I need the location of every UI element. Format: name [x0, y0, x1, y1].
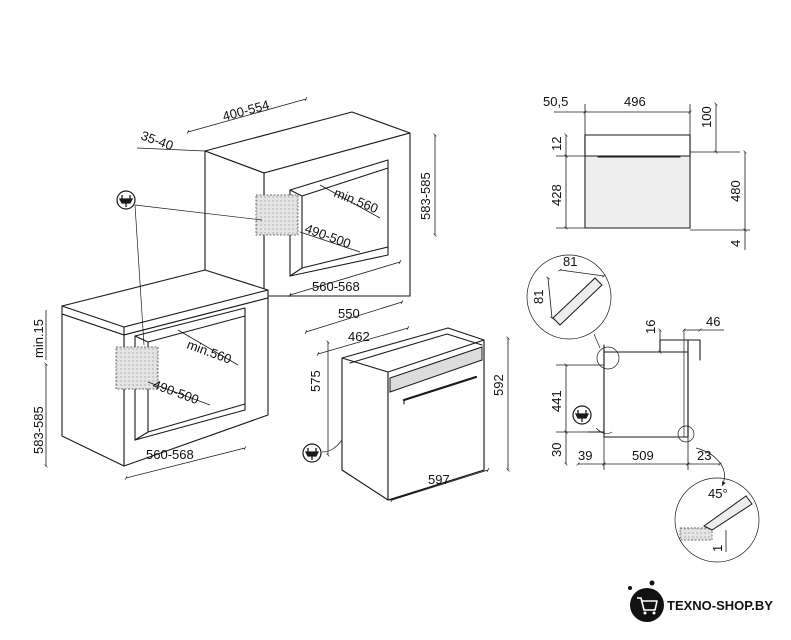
dim-under-width: 560-568: [146, 447, 194, 462]
dim-detail-a-height: 81: [531, 290, 546, 304]
dim-section-right: 23: [697, 448, 711, 463]
dim-side-total-height: 480: [728, 180, 743, 202]
dim-oven-depth: 550: [338, 306, 360, 321]
dim-section-top-step: 16: [643, 320, 658, 334]
dim-section-rail: 46: [706, 314, 720, 329]
detail-angle: [674, 447, 760, 563]
dim-side-bottom-gap: 4: [728, 240, 743, 247]
oven-side-view: [584, 134, 691, 229]
dim-detail-b-gap: 1: [710, 545, 725, 552]
shopping-cart-icon: [637, 597, 658, 615]
dim-side-top-clear: 100: [699, 106, 714, 128]
under-counter-cabinet: [61, 269, 269, 467]
power-plug-icon: [116, 190, 263, 346]
dim-oven-body-height: 575: [308, 370, 323, 392]
socket-area-under: [115, 346, 159, 390]
dim-column-width: 560-568: [312, 279, 360, 294]
dim-detail-b-angle: 45°: [708, 486, 728, 501]
dim-side-depth: 496: [624, 94, 646, 109]
dim-oven-width: 597: [428, 472, 450, 487]
dim-detail-a-width: 81: [563, 254, 577, 269]
dim-side-top-rail: 12: [549, 137, 564, 151]
column-cabinet: [204, 111, 411, 297]
detail-corner: [526, 254, 612, 349]
dim-column-niche-height: 583-585: [418, 172, 433, 220]
oven-section-view: [572, 330, 701, 443]
brand-name: TEXNO-SHOP.BY: [667, 598, 773, 613]
dim-under-height: 583-585: [31, 406, 46, 454]
dim-oven-height: 592: [491, 374, 506, 396]
socket-area-column: [255, 194, 299, 236]
dim-section-base: 30: [549, 443, 564, 457]
dim-oven-body-depth: 462: [348, 329, 370, 344]
dim-under-top-gap: min.15: [31, 319, 46, 358]
dim-section-left: 39: [578, 448, 592, 463]
dim-side-front-offset: 50,5: [543, 94, 568, 109]
brand-logo: TEXNO-SHOP.BY: [628, 580, 773, 622]
dim-section-mid: 509: [632, 448, 654, 463]
dimension-lines: [44, 97, 750, 552]
dim-niche-top-depth: 400-554: [221, 97, 271, 124]
dim-side-body-height: 428: [549, 184, 564, 206]
dim-section-height: 441: [549, 390, 564, 412]
dim-niche-top-gap: 35-40: [139, 128, 175, 153]
oven-3d: [302, 327, 485, 501]
